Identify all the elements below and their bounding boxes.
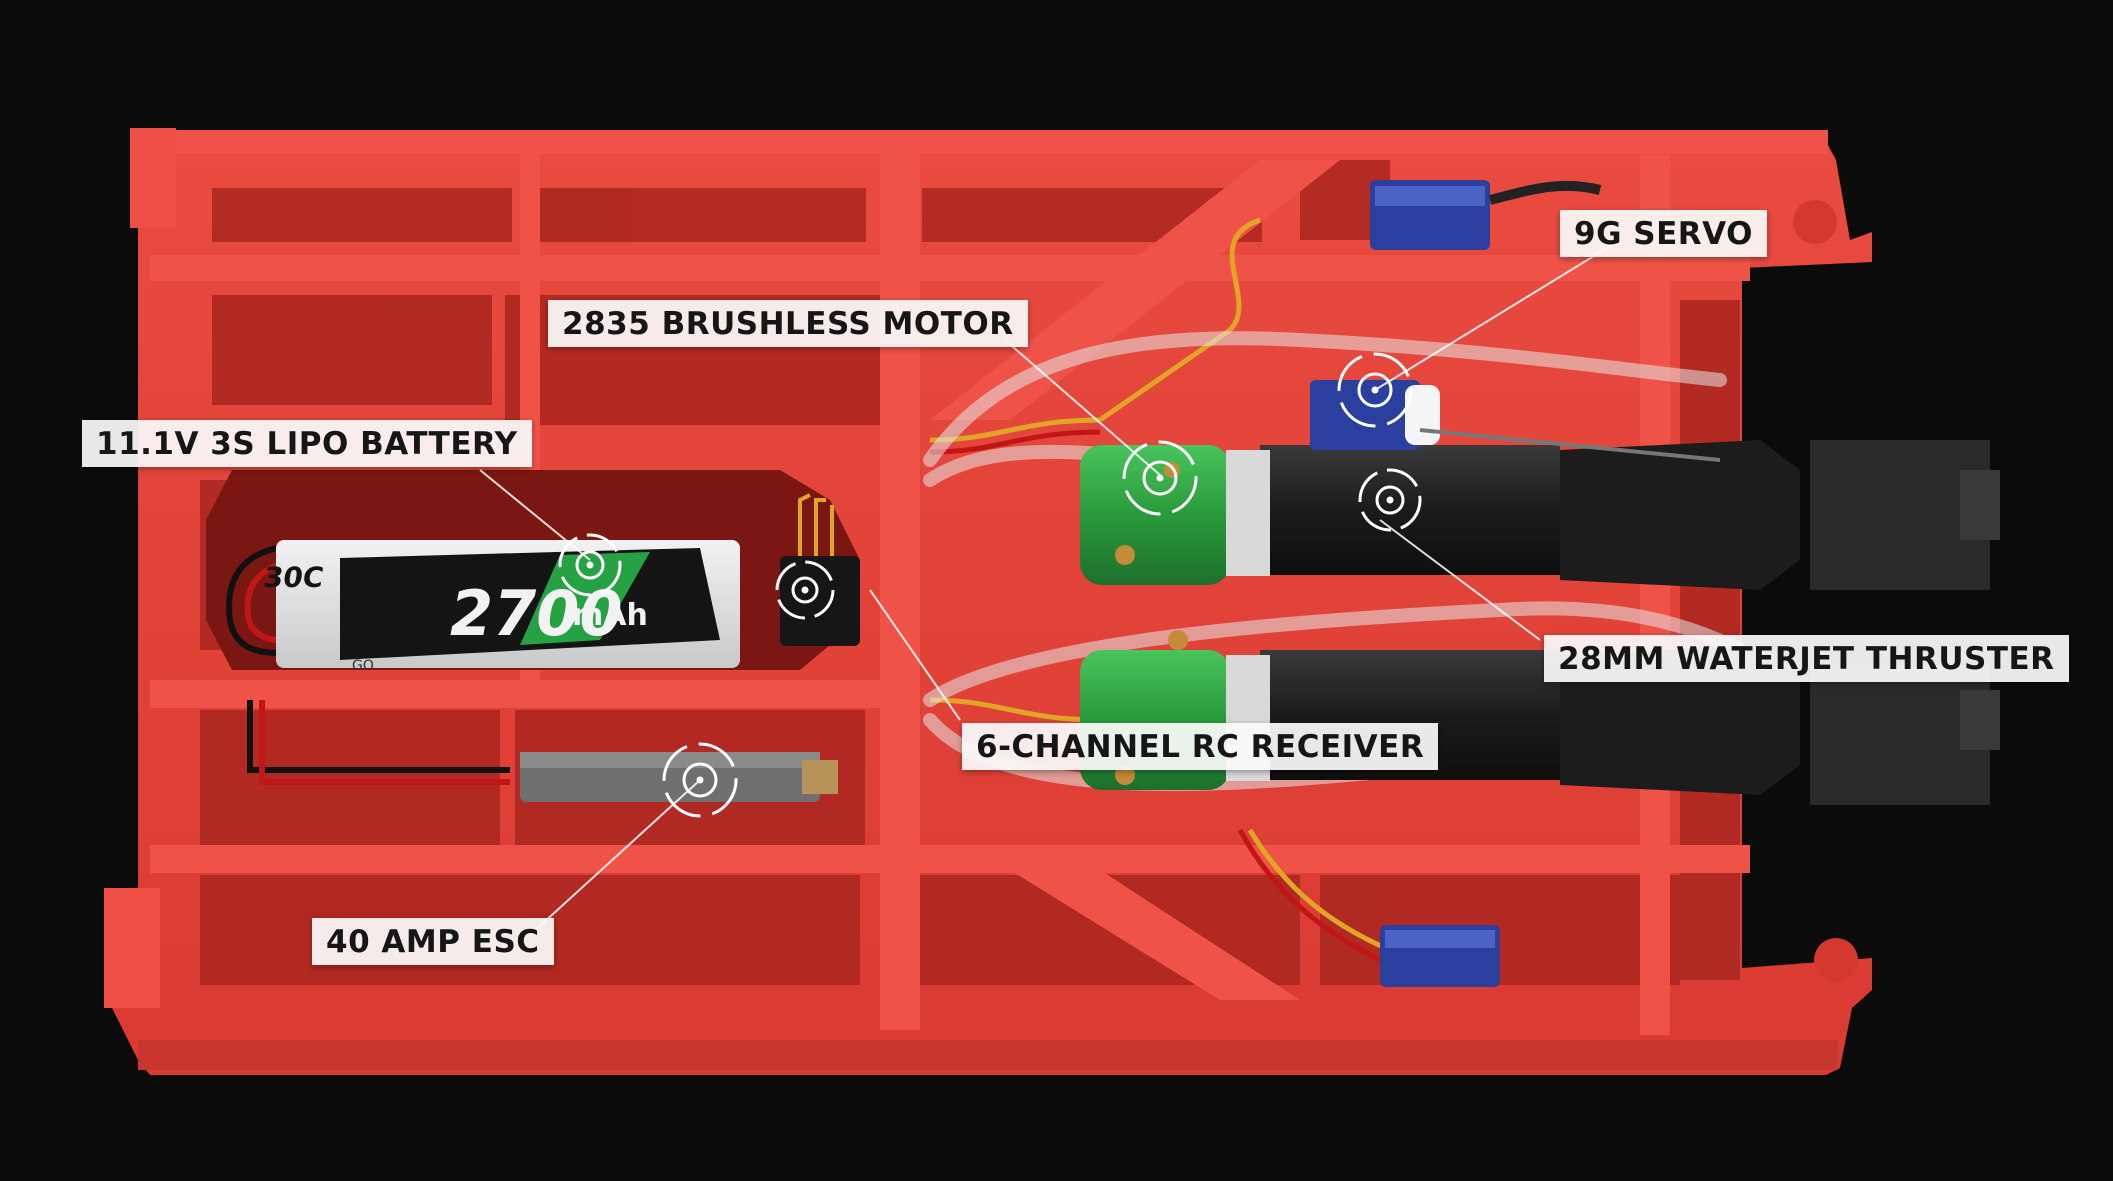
waterjet-thruster-top — [1560, 440, 2000, 590]
reticle-esc — [662, 742, 738, 818]
battery-capacity-text: 2700 — [450, 577, 623, 650]
label-rc-receiver: 6-CHANNEL RC RECEIVER — [962, 723, 1439, 770]
reticle-thruster — [1358, 468, 1422, 532]
reticle-motor — [1122, 440, 1198, 516]
servo-middle — [1310, 380, 1721, 462]
label-lipo-battery: 11.1V 3S LIPO BATTERY — [82, 420, 532, 467]
lipo-battery: 30C 2700 mAh GO — [226, 540, 740, 674]
label-esc: 40 AMP ESC — [312, 918, 554, 965]
wiring — [929, 217, 1391, 963]
servo-bottom — [1380, 925, 1500, 987]
reticle-receiver — [775, 560, 835, 620]
battery-rating-text: 30C — [262, 561, 326, 594]
reticle-servo — [1337, 352, 1413, 428]
brushless-motor-top — [1080, 445, 1560, 585]
reticle-battery — [558, 533, 622, 597]
hull-ribs — [150, 150, 1750, 1035]
servo-top — [1370, 180, 1602, 250]
label-9g-servo: 9G SERVO — [1560, 210, 1767, 257]
label-waterjet-thruster: 28MM WATERJET THRUSTER — [1544, 635, 2069, 682]
battery-unit-text: mAh — [572, 598, 648, 633]
battery-brand-text: GO — [352, 658, 374, 674]
esc-module — [247, 700, 838, 802]
waterjet-thruster-bottom — [1560, 645, 2000, 805]
target-reticles — [558, 352, 1422, 818]
label-brushless-motor: 2835 BRUSHLESS MOTOR — [548, 300, 1028, 347]
